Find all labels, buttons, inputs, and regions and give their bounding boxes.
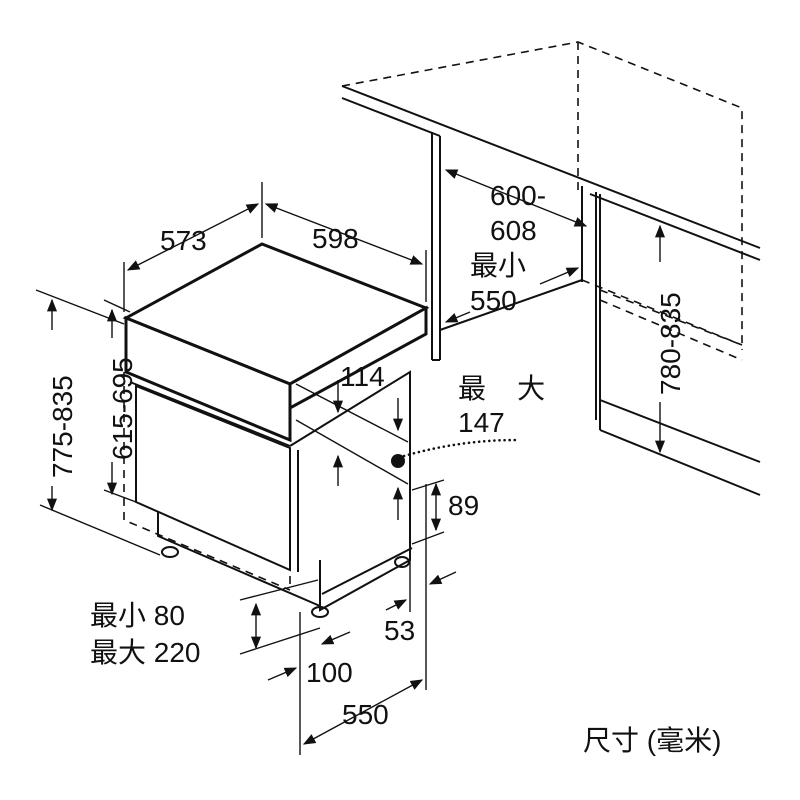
dishwasher-body	[122, 242, 430, 618]
niche-min-label: 最小	[470, 250, 526, 281]
offset-114-label: 114	[340, 361, 385, 392]
depth-100-dimension	[267, 612, 351, 755]
width-dimension	[264, 203, 427, 302]
depth-53-dimension	[385, 484, 457, 690]
height-615-695-label: 615-695	[107, 357, 138, 460]
depth-53-label: 53	[384, 615, 415, 646]
foot-front-left	[161, 546, 179, 558]
max-147-value: 147	[458, 407, 505, 438]
plinth-max-label: 最大 220	[90, 637, 201, 668]
depth-100-label: 100	[306, 657, 353, 688]
units-label: 尺寸 (毫米)	[583, 725, 721, 756]
niche-width-label-top: 600-	[490, 180, 546, 211]
foot-front-right	[311, 606, 329, 618]
depth-550-label: 550	[342, 699, 389, 730]
height-775-835-label: 775-835	[47, 375, 78, 478]
niche-min-width-dimension	[444, 267, 580, 323]
max-147-label: 最 大	[458, 373, 545, 404]
width-label: 598	[312, 223, 359, 254]
plinth-height-dimension	[239, 579, 321, 655]
niche-height-label: 780-835	[655, 292, 686, 395]
cabinet-niche	[341, 41, 761, 496]
niche-min-value: 550	[470, 285, 517, 316]
connection-point-marker	[391, 454, 405, 468]
offset-114-dimension	[295, 380, 409, 520]
depth-550-dimension	[302, 679, 424, 745]
niche-width-label-bottom: 608	[490, 215, 537, 246]
depth-label: 573	[160, 225, 207, 256]
foot-back-right	[394, 556, 410, 568]
height-89-dimension	[411, 479, 445, 545]
niche-width-dimension	[444, 169, 588, 227]
height-615-695-dimension	[103, 299, 137, 503]
plinth-min-label: 最小 80	[90, 600, 185, 631]
connection-dotted-leader	[402, 438, 518, 458]
height-89-label: 89	[448, 490, 479, 521]
depth-dimension	[123, 182, 263, 312]
